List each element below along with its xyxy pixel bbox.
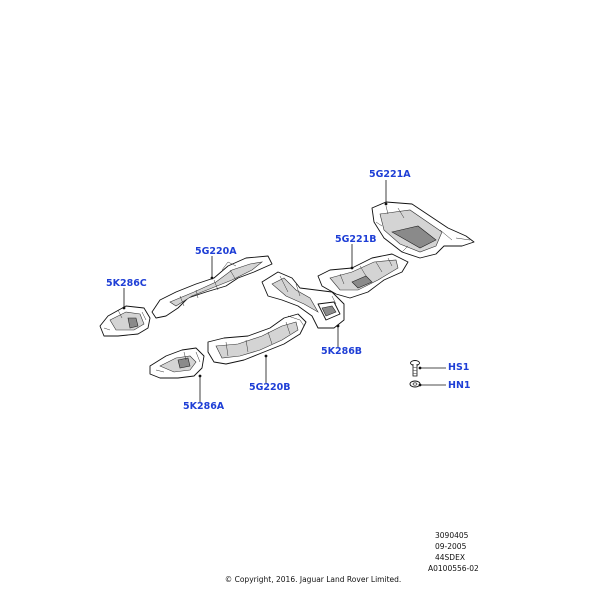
heat-shield-5k286c (99, 305, 151, 337)
copyright-notice: © Copyright, 2016. Jaguar Land Rover Lim… (224, 575, 402, 584)
heat-shield-5g220a (151, 255, 273, 319)
callout-5g220a: 5G220A (195, 246, 237, 257)
ref-number: 3090405 (435, 531, 469, 540)
callout-5g221a: 5G221A (369, 169, 411, 180)
heat-shield-5g220b (207, 313, 307, 365)
callout-5g220b: 5G220B (249, 382, 291, 393)
callout-hs1: HS1 (448, 362, 470, 373)
heat-shield-5k286a (149, 347, 205, 379)
callout-5k286a: 5K286A (183, 401, 225, 412)
callout-hn1: HN1 (448, 380, 471, 391)
heat-shield-5g221a (371, 201, 475, 259)
callout-5k286b: 5K286B (321, 346, 363, 357)
nut-hn1-icon (409, 380, 421, 388)
callout-5g221b: 5G221B (335, 234, 377, 245)
ref-illustration-id: A0100556-02 (428, 564, 479, 573)
bolt-hs1-icon (410, 360, 420, 377)
ref-model: 44SDEX (435, 553, 465, 562)
heat-shield-5k286b (261, 271, 345, 329)
callout-5k286c: 5K286C (106, 278, 147, 289)
ref-date: 09-2005 (435, 542, 467, 551)
heat-shield-5g221b (317, 253, 409, 299)
